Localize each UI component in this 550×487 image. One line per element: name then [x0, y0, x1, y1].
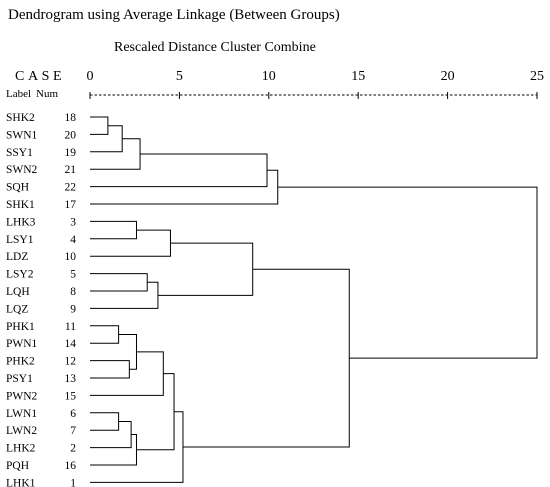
leaf-num: 4	[70, 234, 76, 246]
x-tick-label: 15	[351, 69, 365, 84]
x-tick-label: 20	[441, 69, 455, 84]
cluster-link-13	[90, 421, 132, 449]
leaf-num: 3	[70, 216, 76, 228]
leaf-label: LQH	[6, 286, 30, 298]
leaf-label: PSY1	[6, 373, 33, 385]
cluster-link-14	[90, 434, 137, 466]
case-header: CASE	[15, 69, 65, 84]
leaf-label: SWN1	[6, 129, 38, 141]
leaf-label: SWN2	[6, 164, 38, 176]
leaf-label: PQH	[6, 460, 29, 472]
leaf-num: 22	[65, 182, 77, 194]
leaf-label: SHK2	[6, 112, 35, 124]
leaf-num: 13	[65, 373, 77, 385]
cluster-link-7	[157, 242, 254, 296]
cluster-link-17	[90, 153, 268, 188]
leaf-label: PHK2	[6, 356, 35, 368]
cluster-link-15	[136, 373, 175, 451]
leaf-num: 11	[65, 321, 76, 333]
leaf-num: 20	[65, 129, 77, 141]
leaf-label: PHK1	[6, 321, 35, 333]
leaf-label: PWN2	[6, 390, 38, 402]
leaf-num: 5	[70, 269, 76, 281]
cluster-link-8	[90, 325, 120, 344]
leaf-label: LWN2	[6, 425, 37, 437]
leaf-num: 14	[65, 338, 77, 350]
cluster-link-11	[90, 351, 164, 396]
leaf-label: LHK3	[6, 216, 36, 228]
cluster-link-18	[90, 169, 279, 205]
leaf-num: 15	[65, 390, 77, 402]
cluster-links	[90, 116, 538, 483]
leaf-num: 9	[70, 303, 76, 315]
x-tick-label: 10	[262, 69, 276, 84]
leaf-label: SSY1	[6, 147, 33, 159]
cluster-link-5	[90, 273, 148, 292]
leaf-num: 10	[65, 251, 77, 263]
num-column-header: Num	[36, 88, 58, 100]
cluster-link-19	[182, 268, 350, 448]
leaf-label: SQH	[6, 182, 29, 194]
chart-subtitle: Rescaled Distance Cluster Combine	[114, 40, 316, 55]
leaf-num: 18	[65, 112, 77, 124]
leaf-label: SHK1	[6, 199, 35, 211]
cluster-link-2	[90, 138, 141, 170]
x-tick-label: 25	[530, 69, 544, 84]
leaf-num: 12	[65, 356, 77, 368]
leaf-num: 6	[70, 408, 76, 420]
leaf-num: 19	[65, 147, 77, 159]
leaf-label: LHK2	[6, 443, 36, 455]
leaf-num: 1	[70, 477, 76, 487]
cluster-link-9	[90, 360, 130, 379]
cluster-link-10	[118, 334, 137, 370]
leaf-label: PWN1	[6, 338, 38, 350]
leaf-label: LSY2	[6, 269, 34, 281]
chart-title: Dendrogram using Average Linkage (Betwee…	[8, 7, 340, 23]
cluster-link-1	[90, 125, 123, 153]
leaf-num: 16	[65, 460, 77, 472]
leaf-label: LSY1	[6, 234, 34, 246]
leaf-label: LDZ	[6, 251, 28, 263]
leaf-num: 2	[70, 443, 76, 455]
leaf-num: 8	[70, 286, 76, 298]
label-column-header: Label	[6, 88, 31, 100]
leaf-num: 17	[65, 199, 77, 211]
x-tick-label: 5	[176, 69, 183, 84]
leaf-label: LHK1	[6, 477, 36, 487]
x-tick-label: 0	[87, 69, 94, 84]
cluster-link-4	[90, 229, 171, 257]
cluster-link-0	[90, 116, 109, 135]
leaf-num: 21	[65, 164, 77, 176]
leaf-label: LWN1	[6, 408, 37, 420]
cluster-link-3	[90, 220, 137, 240]
cluster-link-20	[277, 186, 538, 359]
axis-ticks: 0 5 10 15 20 25	[87, 69, 544, 99]
leaf-num: 7	[70, 425, 76, 437]
cluster-link-6	[90, 281, 159, 309]
leaf-label: LQZ	[6, 303, 28, 315]
cluster-link-12	[90, 412, 120, 431]
